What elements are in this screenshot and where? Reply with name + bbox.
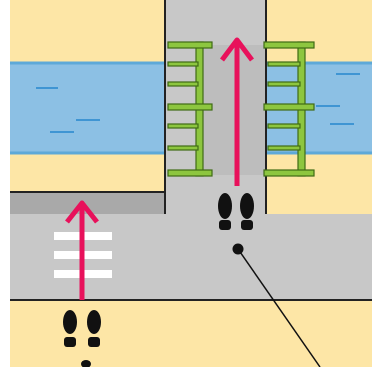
up-arrow-icon: [220, 37, 254, 186]
footprint-left-sole: [218, 193, 232, 219]
bridge-railing-right: [263, 41, 315, 177]
railing-bar: [263, 169, 315, 177]
railing-rung: [167, 145, 199, 151]
railing-rung: [267, 81, 301, 87]
footprint-right-heel: [241, 220, 253, 230]
callout-line: [237, 248, 321, 367]
up-arrow-icon: [65, 200, 99, 300]
railing-bar: [167, 41, 213, 49]
railing-bar: [167, 103, 213, 111]
railing-rung: [267, 123, 301, 129]
pointer-dot: [81, 360, 91, 367]
railing-bar: [263, 103, 315, 111]
footprint-left-heel: [64, 337, 76, 347]
railing-bar: [263, 41, 315, 49]
railing-rung: [267, 145, 301, 151]
footprint-left-sole: [63, 310, 77, 334]
footprints-icon: [63, 310, 101, 367]
bridge-railing-left: [167, 41, 213, 177]
footprints-icon: [218, 193, 254, 230]
railing-rung: [167, 61, 199, 67]
railing-rung: [267, 61, 301, 67]
footprint-right-sole: [240, 193, 254, 219]
railing-rung: [167, 81, 199, 87]
railing-rung: [167, 123, 199, 129]
railing-bar: [167, 169, 213, 177]
water-ripples: [36, 73, 360, 133]
footprint-right-heel: [88, 337, 100, 347]
footprint-right-sole: [87, 310, 101, 334]
river-left: [10, 62, 165, 154]
footprint-left-heel: [219, 220, 231, 230]
kerb-strip-left: [10, 192, 165, 214]
